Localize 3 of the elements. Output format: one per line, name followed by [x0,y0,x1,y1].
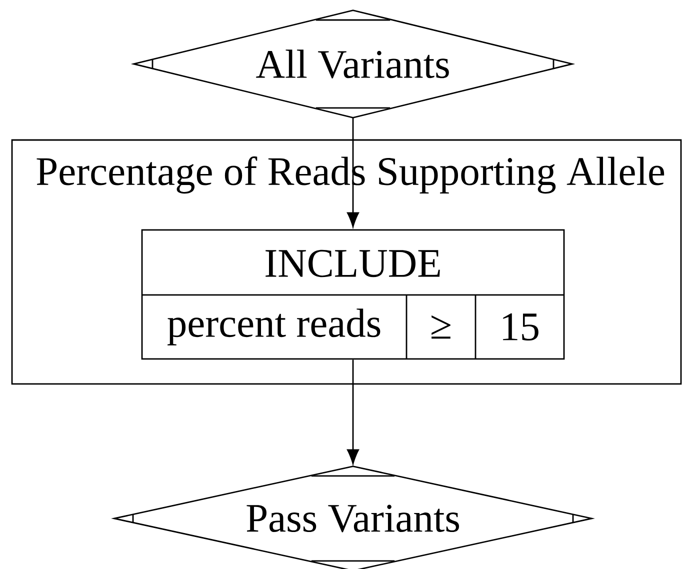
arrow [347,360,359,464]
arrow [347,118,359,228]
record-box: INCLUDE percent reads ≥ 15 [141,229,565,360]
